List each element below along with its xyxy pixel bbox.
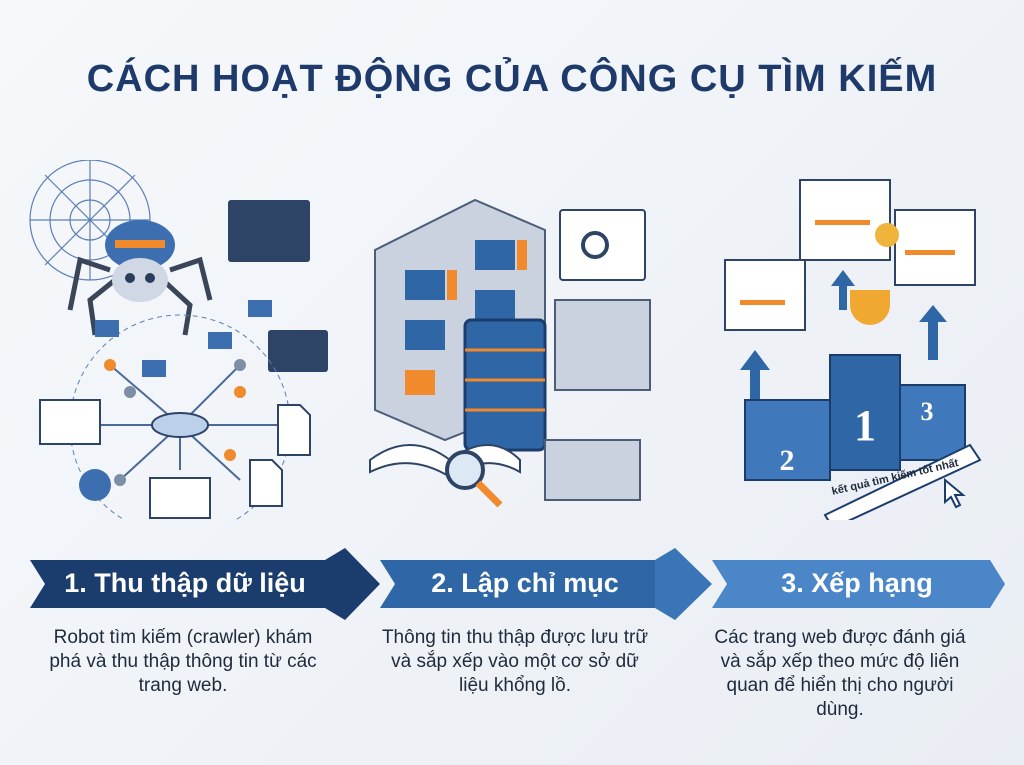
webpage-icon — [39, 399, 101, 445]
result-card-icon — [894, 209, 976, 286]
document-icon — [249, 459, 283, 507]
step-label-1: 1. Thu thập dữ liệu — [64, 567, 306, 598]
page-title: CÁCH HOẠT ĐỘNG CỦA CÔNG CỤ TÌM KIẾM — [86, 58, 938, 100]
search-bar — [823, 443, 982, 520]
step-description-1: Robot tìm kiếm (crawler) khám phá và thu… — [49, 627, 317, 696]
trophy-icon — [850, 290, 890, 325]
open-book-icon — [369, 444, 521, 479]
crawler-illustration — [29, 160, 328, 520]
podium-label: 1 — [854, 401, 876, 450]
step-description-2: Thông tin thu thập được lưu trữ và sắp x… — [381, 627, 649, 696]
podium-label: 2 — [780, 444, 795, 477]
cursor-icon — [944, 477, 966, 509]
award-ribbon-icon — [875, 223, 899, 247]
code-window-icon — [268, 330, 328, 372]
step-arrow-1 — [30, 560, 340, 608]
globe-icon — [79, 469, 111, 501]
magnifier-icon — [445, 450, 503, 508]
step-arrow-3 — [712, 560, 1005, 608]
webpage-icon — [149, 477, 211, 519]
code-window-icon — [228, 200, 310, 262]
ranking-illustration: 1 2 3 — [724, 179, 982, 520]
spider-robot-icon — [67, 220, 213, 336]
step-description-3: Các trang web được đánh giá và sắp xếp t… — [714, 627, 966, 720]
step-arrow-2 — [380, 560, 670, 608]
search-window-icon — [559, 209, 646, 281]
podium-third — [899, 384, 966, 461]
step-label-2: 2. Lập chỉ mục — [431, 567, 619, 598]
result-card-icon — [724, 259, 806, 331]
podium-label: 3 — [921, 397, 934, 426]
steps-banner — [30, 548, 1005, 620]
podium-second — [744, 399, 831, 481]
file-cabinet-icon — [554, 299, 651, 391]
document-icon — [277, 404, 311, 456]
index-illustration — [369, 198, 651, 508]
server-stack-icon — [463, 318, 547, 452]
file-drawer-icon — [544, 439, 641, 501]
up-arrow-icon — [740, 270, 947, 410]
step-label-3: 3. Xếp hạng — [781, 567, 933, 598]
envelope-icon — [95, 300, 272, 377]
hub-node-icon — [151, 412, 209, 438]
